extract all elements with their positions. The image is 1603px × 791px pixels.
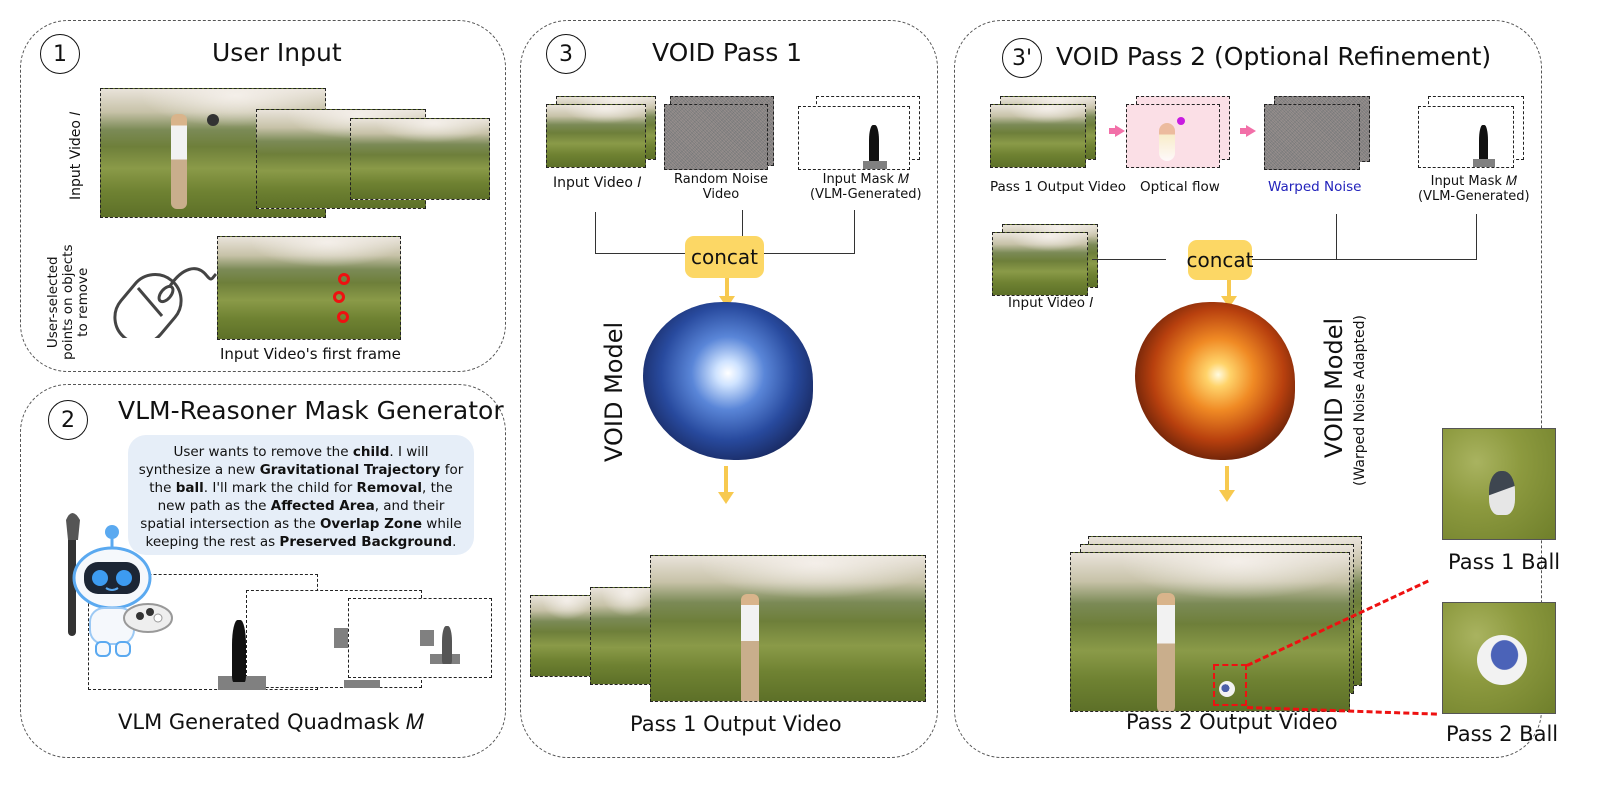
panel-title-pass2: VOID Pass 2 (Optional Refinement) bbox=[1056, 42, 1492, 71]
bubble-text: User wants to remove the bbox=[173, 444, 353, 460]
pass2-warped-noise bbox=[1264, 104, 1360, 170]
label-pass1-input-video: Input Video 𝐼 bbox=[553, 175, 642, 191]
first-frame-image bbox=[217, 236, 401, 340]
label-void-model-pass2: VOID Model bbox=[1320, 317, 1348, 458]
concat-node-pass2: concat bbox=[1187, 240, 1254, 280]
mask-overlap-block bbox=[218, 676, 266, 690]
panel-title-user-input: User Input bbox=[212, 38, 342, 67]
step-number-3: 3 bbox=[546, 34, 586, 74]
panel-title-vlm: VLM-Reasoner Mask Generator bbox=[118, 396, 504, 425]
bubble-text: , and their spatial intersection as the bbox=[140, 498, 445, 532]
bubble-keyword: child bbox=[352, 444, 390, 460]
label-pass2-pass1-output: Pass 1 Output Video bbox=[990, 179, 1127, 195]
label-pass2-warped-noise: Warped Noise bbox=[1268, 179, 1362, 195]
arrow-from-model-pass2 bbox=[1219, 466, 1235, 502]
concat-node-pass1: concat bbox=[685, 236, 764, 278]
label-input-video: Input Video 𝐼 bbox=[68, 111, 84, 200]
label-pass1-ball: Pass 1 Ball bbox=[1448, 550, 1561, 574]
bubble-text: , the new path as the bbox=[157, 480, 453, 514]
pass1-random-noise bbox=[664, 104, 768, 170]
pass2-ball-crop bbox=[1442, 602, 1556, 714]
pass2-pass1-output bbox=[990, 104, 1086, 168]
panel-title-pass1: VOID Pass 1 bbox=[652, 38, 803, 67]
bubble-text: for the bbox=[149, 462, 464, 496]
label-pass2-ball: Pass 2 Ball bbox=[1446, 722, 1559, 746]
bubble-keyword: Removal bbox=[356, 480, 422, 496]
label-warped-noise-adapted: (Warped Noise Adapted) bbox=[1352, 314, 1368, 486]
mouse-icon bbox=[113, 267, 218, 338]
input-video-frame-3 bbox=[350, 118, 490, 200]
pass1-output-frame-2 bbox=[590, 587, 652, 685]
arrow-from-model-pass1 bbox=[718, 466, 734, 504]
arrow-to-model-pass2 bbox=[1221, 280, 1237, 308]
panel-void-pass-1 bbox=[520, 20, 938, 758]
vlm-reasoning-bubble: User wants to remove the child. I will s… bbox=[128, 435, 474, 555]
ball-highlight-box bbox=[1213, 664, 1247, 706]
arrow-to-model-pass1 bbox=[719, 278, 735, 308]
pink-arrow-1 bbox=[1109, 125, 1125, 137]
pass1-input-video bbox=[546, 104, 646, 168]
bubble-text: . bbox=[452, 534, 457, 550]
void-model-blue-image bbox=[643, 302, 813, 460]
robot-painter-icon bbox=[66, 513, 173, 657]
pass1-output-frame-main bbox=[650, 555, 926, 702]
mask-child-silhouette bbox=[232, 620, 246, 682]
bubble-keyword: Preserved Background bbox=[279, 534, 453, 550]
label-void-model-pass1: VOID Model bbox=[600, 321, 628, 462]
step-number-3prime: 3' bbox=[1002, 38, 1042, 78]
pass1-ball-crop bbox=[1442, 428, 1556, 540]
bubble-keyword: ball bbox=[175, 480, 204, 496]
caption-first-frame: Input Video's first frame bbox=[220, 345, 401, 363]
pass2-input-video bbox=[992, 232, 1088, 296]
bubble-text: while keeping the rest as bbox=[145, 516, 462, 550]
panel-void-pass-2 bbox=[954, 20, 1542, 758]
panel-vlm-mask-generator bbox=[20, 384, 506, 758]
panel-user-input bbox=[20, 20, 506, 372]
label-pass1-noise: Random Noise Video bbox=[674, 172, 769, 202]
pink-arrow-2 bbox=[1240, 125, 1256, 137]
pass1-input-mask bbox=[798, 106, 910, 170]
bubble-keyword: Overlap Zone bbox=[319, 516, 422, 532]
step-number-1: 1 bbox=[40, 34, 80, 74]
bubble-keyword: Gravitational Trajectory bbox=[259, 462, 441, 478]
bubble-text: . I'll mark the child for bbox=[203, 480, 357, 496]
pass2-output-frame-main bbox=[1070, 552, 1350, 712]
pass2-optical-flow bbox=[1126, 104, 1220, 168]
pass2-input-mask bbox=[1418, 106, 1514, 168]
label-pass1-mask: Input Mask 𝑀 (VLM-Generated) bbox=[810, 172, 922, 202]
caption-pass2-output: Pass 2 Output Video bbox=[1126, 710, 1338, 734]
label-pass2-input-video: Input Video 𝐼 bbox=[1008, 295, 1094, 311]
bubble-keyword: Affected Area bbox=[270, 498, 375, 514]
pass1-output-frame-1 bbox=[530, 595, 592, 677]
step-number-2: 2 bbox=[48, 400, 88, 440]
caption-quadmask: VLM Generated Quadmask 𝑀 bbox=[118, 710, 424, 734]
void-model-fire-image bbox=[1135, 302, 1295, 460]
label-user-points: User-selected points on objects to remov… bbox=[45, 244, 91, 361]
label-pass2-optical-flow: Optical flow bbox=[1140, 179, 1220, 195]
caption-pass1-output: Pass 1 Output Video bbox=[630, 712, 842, 736]
label-pass2-mask: Input Mask 𝑀 (VLM-Generated) bbox=[1418, 174, 1530, 204]
bubble-text: . I will synthesize a new bbox=[138, 444, 429, 478]
